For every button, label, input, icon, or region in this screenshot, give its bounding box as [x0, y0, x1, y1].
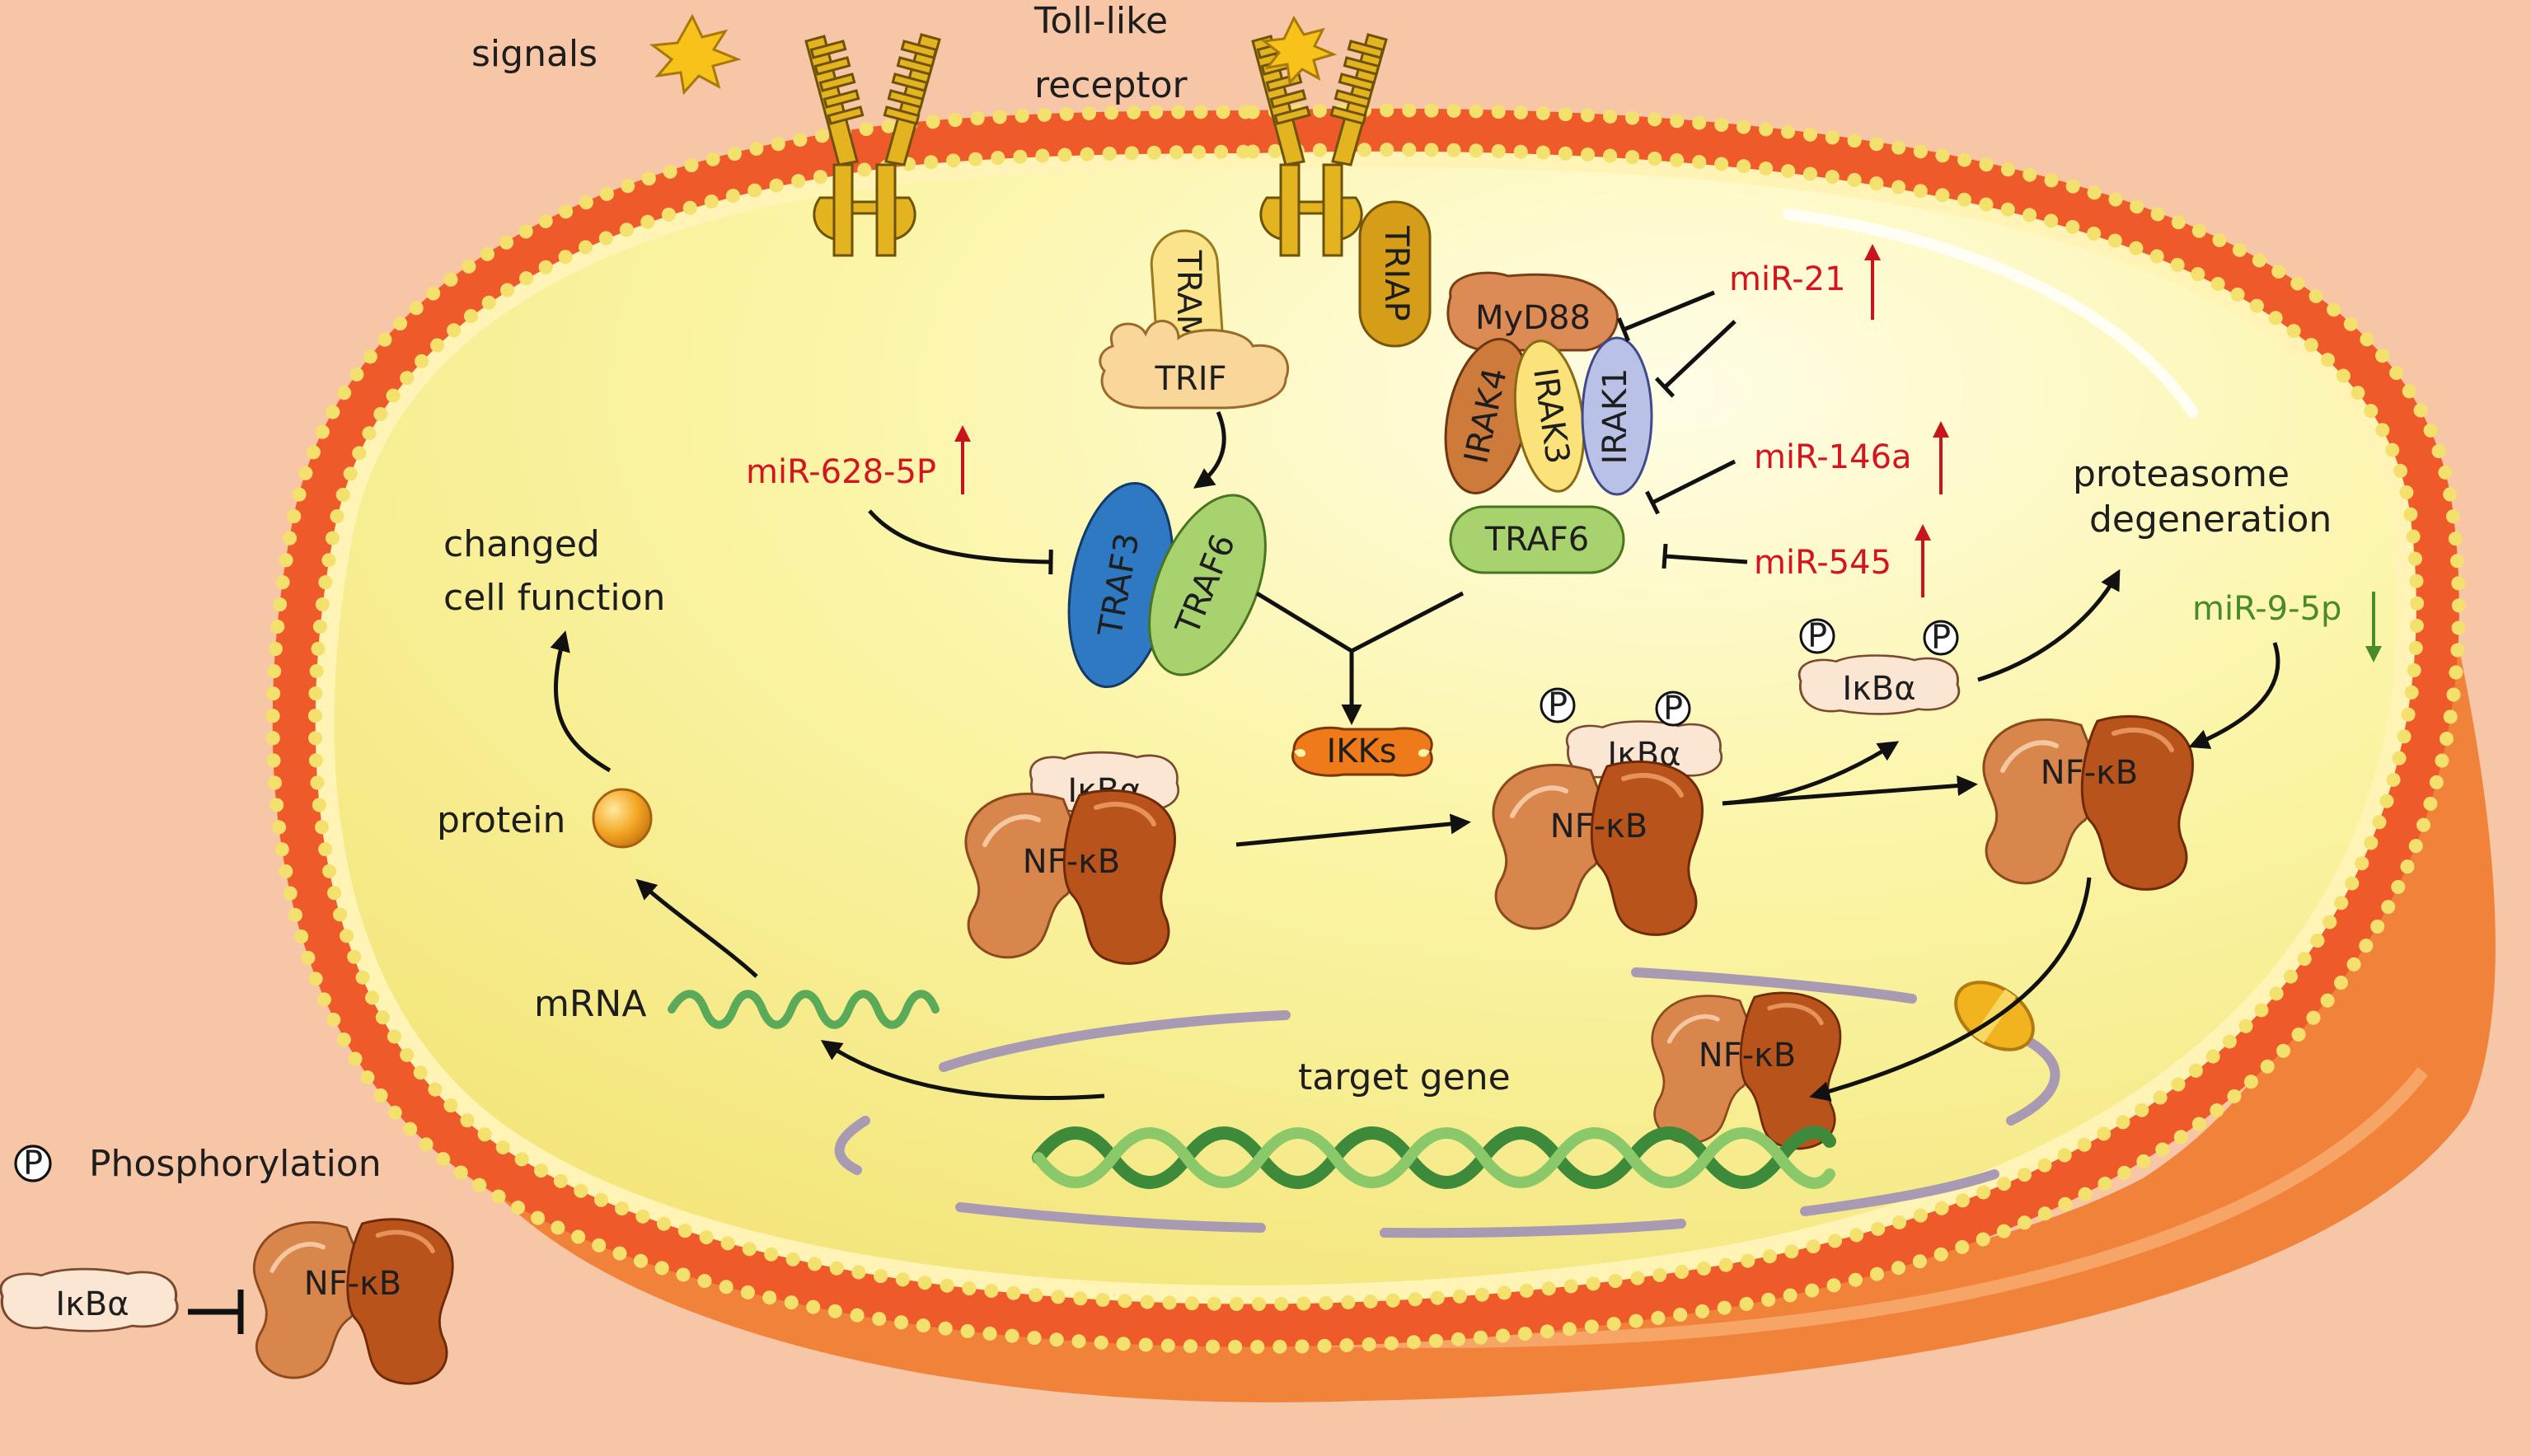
protein-ball [592, 788, 653, 849]
svg-text:MyD88: MyD88 [1475, 299, 1591, 337]
tlr-label-line2: receptor [1034, 64, 1188, 106]
legend: P Phosphorylation IκBα NF-κB [0, 1143, 452, 1383]
svg-text:TRAF6: TRAF6 [1484, 521, 1589, 559]
mrna-strand [668, 990, 940, 1029]
svg-text:TRIF: TRIF [1154, 360, 1226, 398]
membrane-outer-beads [265, 103, 2466, 1355]
svg-text:IKKs: IKKs [1326, 733, 1396, 770]
activation-arrows [550, 411, 2280, 1102]
target-gene-dna [1032, 1126, 1836, 1189]
nuclear-envelope [834, 967, 2060, 1238]
svg-text:IκBα: IκBα [1842, 670, 1915, 708]
proteasome-label-line1: proteasome [2073, 453, 2290, 495]
svg-text:IRAK1: IRAK1 [1596, 368, 1634, 464]
membrane-inner-beads [307, 143, 2425, 1312]
traf6-protein: TRAF6 [1449, 505, 1625, 574]
mir9-label: miR-9-5p [2192, 590, 2341, 628]
tlr-signal-star-icon [1261, 15, 1338, 86]
signals-label: signals [471, 33, 598, 75]
svg-text:TRIAP: TRIAP [1377, 225, 1415, 321]
changed-label-line1: changed [443, 523, 600, 565]
inhibition-lines [868, 290, 1748, 575]
svg-text:P: P [1548, 686, 1568, 724]
svg-text:NF-κB: NF-κB [1699, 1037, 1796, 1074]
changed-label-line2: cell function [443, 577, 665, 619]
legend-inhibit-symbol [188, 1290, 244, 1334]
svg-text:P: P [1807, 617, 1827, 655]
legend-ikba-label: IκBα [55, 1285, 129, 1323]
legend-phosphorylation-label: Phosphorylation [89, 1143, 382, 1185]
traf3-protein: TRAF3 [1067, 481, 1174, 689]
irak1-protein: IRAK1 [1581, 336, 1653, 496]
trif-protein: TRIF [1099, 320, 1290, 410]
tlr-label-line1: Toll-like [1033, 0, 1168, 42]
mir628-label: miR-628-5P [746, 453, 936, 491]
ikba-nfkb-complex-1: IκBα NF-κB [966, 751, 1180, 963]
cytoplasm [334, 166, 2397, 1285]
svg-text:NF-κB: NF-κB [1023, 843, 1120, 881]
myd88-protein: MyD88 [1446, 271, 1619, 352]
mir545-label: miR-545 [1754, 544, 1891, 582]
svg-text:NF-κB: NF-κB [1550, 808, 1647, 845]
triap-protein: TRIAP [1358, 200, 1432, 348]
protein-label: protein [437, 799, 565, 841]
irak4-protein: IRAK4 [1444, 338, 1531, 494]
free-phospho-ikba: IκBα P P [1797, 617, 1961, 715]
phospho-ikba-nfkb-complex: IκBα P P NF-κB [1493, 686, 1723, 934]
mir146a-label: miR-146a [1754, 438, 1912, 476]
mrna-label: mRNA [534, 983, 646, 1025]
svg-text:NF-κB: NF-κB [2041, 754, 2138, 792]
toll-like-receptor-left [804, 33, 941, 257]
svg-text:P: P [1663, 690, 1683, 728]
irak3-protein: IRAK3 [1513, 339, 1586, 493]
ikks-complex: IKKs [1291, 726, 1433, 777]
target-gene-label: target gene [1298, 1056, 1511, 1098]
legend-nfkb-label: NF-κB [304, 1265, 401, 1303]
signal-star-icon [649, 13, 742, 96]
traf6-left-protein: TRAF6 [1148, 494, 1267, 677]
svg-text:P: P [1931, 619, 1951, 657]
proteasome-label-line2: degeneration [2089, 499, 2332, 541]
nuclear-nfkb: NF-κB [1652, 993, 1840, 1149]
free-nfkb: NF-κB [1984, 716, 2193, 889]
legend-p-symbol: P [23, 1145, 43, 1182]
cell-highlight [1783, 208, 2198, 418]
mir21-label: miR-21 [1729, 260, 1846, 298]
